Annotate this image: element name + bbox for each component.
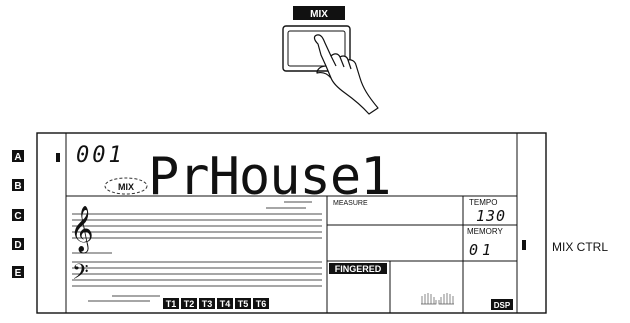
track-t3: T3 [202, 299, 213, 309]
bass-staff [72, 262, 322, 301]
memory-label: MEMORY [467, 227, 504, 236]
tempo-value: 130 [476, 207, 506, 225]
track-t1: T1 [166, 299, 177, 309]
mix-ctrl-callout: MIX CTRL [552, 240, 608, 254]
marker-d: D [14, 240, 21, 251]
mix-button-illustration: MIX [283, 6, 378, 114]
treble-clef-icon: 𝄞 [70, 206, 94, 254]
mix-indicator: MIX [118, 182, 134, 192]
style-number: 001 [76, 143, 125, 168]
track-t5: T5 [238, 299, 249, 309]
bass-clef-icon: 𝄢 [72, 260, 89, 290]
left-indicator [56, 153, 60, 162]
dsp-label: DSP [494, 301, 511, 310]
right-indicator [522, 240, 526, 250]
mix-button-label: MIX [310, 9, 328, 20]
lcd-panel: 001 PrHouse1 MIX 𝄞 𝄢 [37, 133, 546, 313]
track-indicators: T1 T2 T3 T4 T5 T6 [163, 298, 269, 309]
track-t6: T6 [256, 299, 267, 309]
style-name: PrHouse1 [148, 147, 390, 207]
marker-b: B [14, 181, 21, 192]
marker-e: E [15, 268, 22, 279]
track-t2: T2 [184, 299, 195, 309]
tempo-label: TEMPO [469, 198, 497, 207]
marker-a: A [14, 152, 21, 163]
hands-icon [421, 293, 454, 304]
row-markers: A B C D E [12, 150, 24, 279]
track-t4: T4 [220, 299, 231, 309]
measure-label: MEASURE [333, 200, 368, 207]
pressing-hand-icon [314, 35, 378, 114]
memory-value: 01 [469, 241, 495, 259]
treble-staff [72, 202, 322, 253]
fingered-label: FINGERED [335, 264, 382, 274]
marker-c: C [14, 211, 21, 222]
